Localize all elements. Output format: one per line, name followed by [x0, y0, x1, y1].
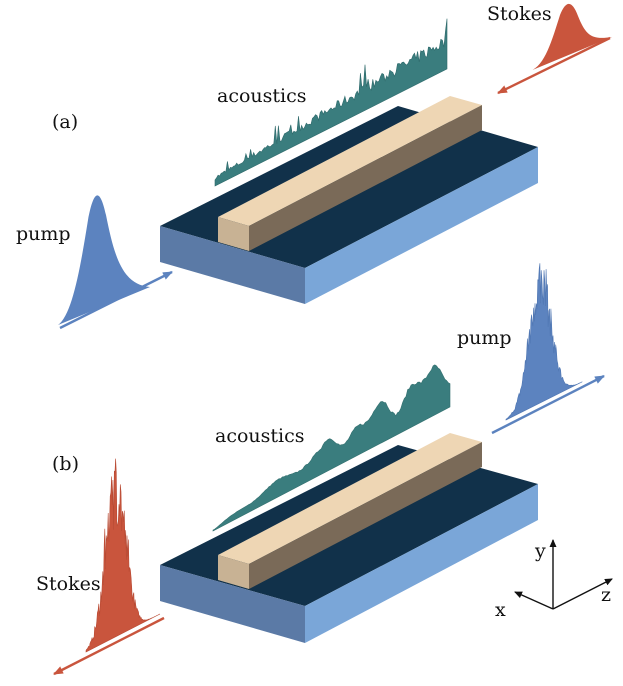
pump-pulse	[505, 263, 583, 421]
acoustics-signal	[214, 18, 448, 187]
bar-side	[249, 442, 482, 589]
stokes-label: Stokes	[487, 3, 552, 25]
stokes-pulse	[530, 3, 612, 71]
panel-a: (a) pump Stokes acoustics	[16, 3, 612, 330]
x-axis-line	[514, 591, 554, 610]
waveguide-bar-b	[218, 433, 482, 589]
waveguide-bar-a	[218, 96, 482, 251]
slab-front	[160, 226, 305, 304]
pump-label: pump	[457, 327, 512, 349]
pump-arrow	[491, 374, 605, 435]
z-axis-line	[552, 578, 613, 610]
panel-b: (b) pump Stokes acoustics	[36, 263, 605, 676]
stokes-arrow	[497, 36, 611, 95]
bar-end	[218, 217, 249, 251]
bar-side	[249, 105, 482, 251]
slab-front	[160, 565, 305, 643]
pump-pulse	[58, 195, 150, 325]
stokes-label: Stokes	[36, 573, 101, 595]
coordinate-axes: y x z	[495, 539, 613, 621]
slab-side	[305, 484, 538, 643]
z-axis-label: z	[601, 584, 611, 606]
acoustics-signal	[212, 364, 451, 532]
panel-b-label: (b)	[52, 453, 79, 475]
bar-top	[218, 433, 482, 564]
waveguide-slab-b	[160, 445, 538, 643]
y-axis-label: y	[534, 540, 546, 562]
bar-end	[218, 555, 249, 589]
slab-side	[305, 147, 538, 304]
pump-arrow	[59, 270, 173, 330]
stokes-pulse	[85, 458, 161, 653]
stokes-arrow	[53, 616, 165, 676]
panel-a-label: (a)	[52, 111, 78, 133]
acoustics-label: acoustics	[215, 425, 305, 447]
waveguide-slab-a	[160, 106, 538, 304]
acoustics-label: acoustics	[217, 85, 307, 107]
bar-top	[218, 96, 482, 226]
x-axis-label: x	[495, 599, 506, 621]
pump-label: pump	[16, 223, 71, 245]
